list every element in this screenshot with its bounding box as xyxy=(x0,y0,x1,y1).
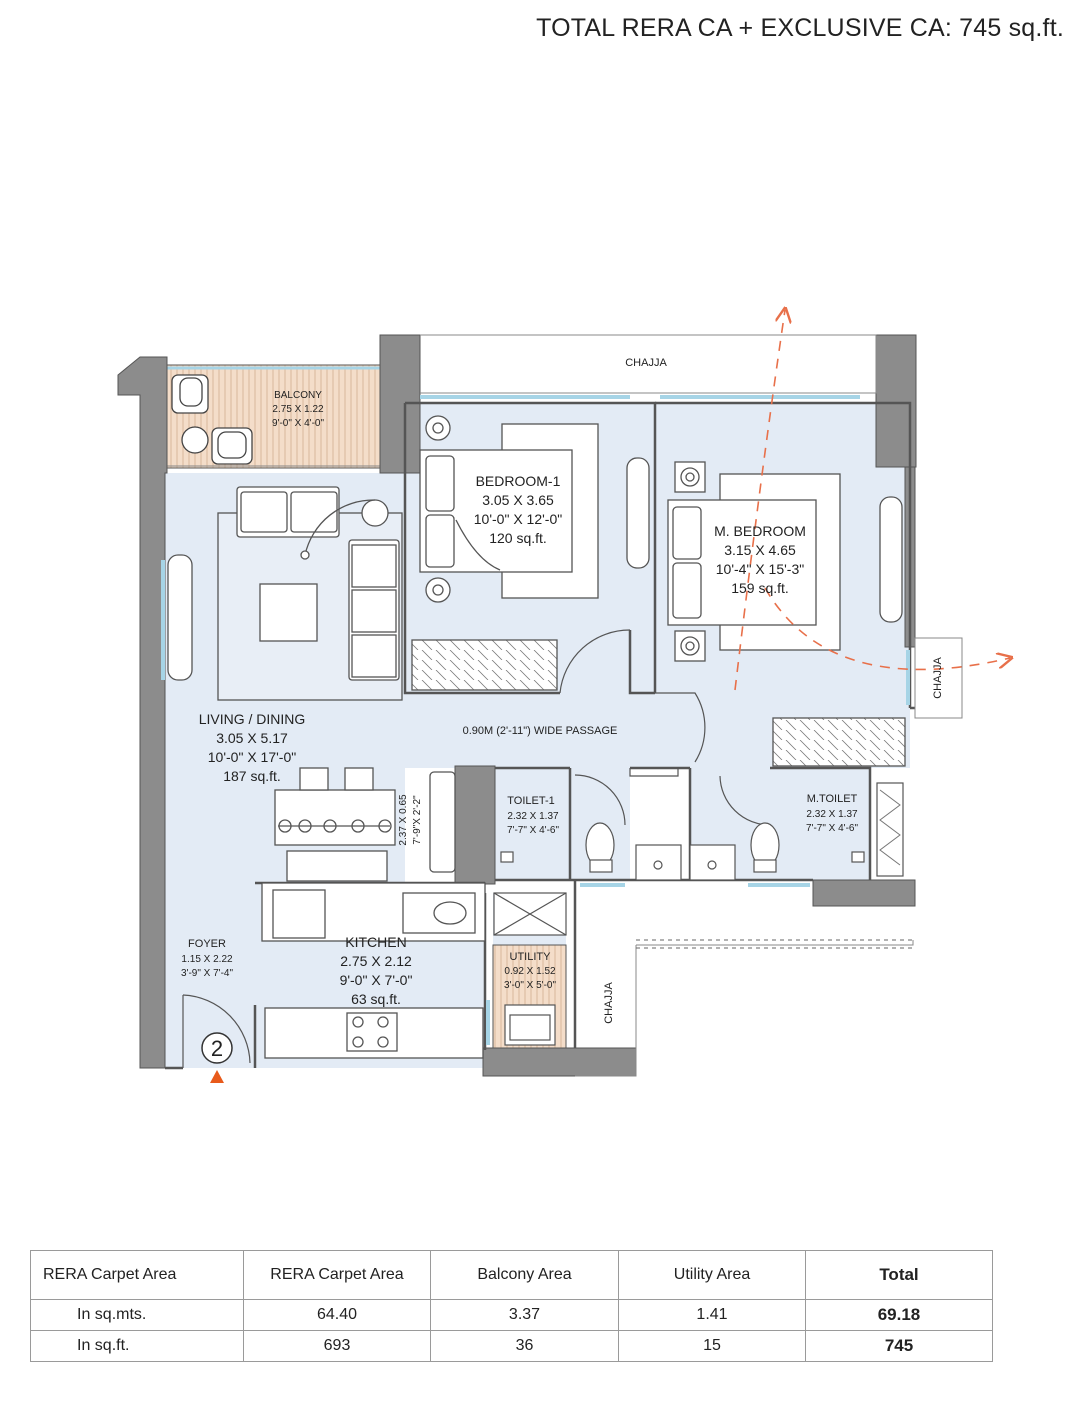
balcony-dim-ft: 9'-0" X 4'-0" xyxy=(272,418,325,429)
bedroom1-dim-m: 3.05 X 3.65 xyxy=(482,492,554,508)
chajja-dashes xyxy=(636,939,913,949)
kitchen-dim-ft: 9'-0" X 7'-0" xyxy=(340,972,413,988)
mtoilet-dim-m: 2.32 X 1.37 xyxy=(806,809,858,820)
toilet-fixtures xyxy=(500,782,904,881)
utility-name: UTILITY xyxy=(510,951,552,963)
passage-label: 0.90M (2'-11") WIDE PASSAGE xyxy=(463,725,618,737)
total-value: 69.18 xyxy=(805,1299,993,1331)
foyer-dim-m: 1.15 X 2.22 xyxy=(181,954,233,965)
mbedroom-furniture xyxy=(667,461,906,767)
area-table-header: RERA Carpet Area RERA Carpet Area Balcon… xyxy=(30,1250,993,1300)
mbedroom-dim-ft: 10'-4" X 15'-3" xyxy=(716,561,804,577)
utility-dim-m: 0.92 X 1.52 xyxy=(504,966,556,977)
rera-value: 693 xyxy=(243,1330,431,1362)
windows xyxy=(161,395,910,1045)
unit-number: 2 xyxy=(211,1036,223,1061)
header-cell: Balcony Area xyxy=(430,1250,619,1300)
foyer-dim-ft: 3'-9" X 7'-4" xyxy=(181,968,234,979)
living-area: 187 sq.ft. xyxy=(223,768,281,784)
living-furniture xyxy=(167,486,403,701)
view-arrows xyxy=(734,310,1010,691)
kitchen-area: 63 sq.ft. xyxy=(351,991,401,1007)
chajja-outlines xyxy=(420,334,963,1077)
chajja-top-label: CHAJJA xyxy=(625,357,667,369)
toilet1-dim-ft: 7'-7" X 4'-6" xyxy=(507,825,560,836)
kitchen-dim-m: 2.75 X 2.12 xyxy=(340,953,412,969)
page-title: TOTAL RERA CA + EXCLUSIVE CA: 745 sq.ft. xyxy=(536,14,1064,42)
header-cell-total: Total xyxy=(805,1250,993,1300)
doors xyxy=(182,629,771,1068)
utility-dim-ft: 3'-0" X 5'-0" xyxy=(504,980,557,991)
mbedroom-name: M. BEDROOM xyxy=(714,523,806,539)
balcony-furniture xyxy=(171,374,253,465)
balcony-name: BALCONY xyxy=(274,390,322,401)
kitchen-fixtures xyxy=(261,882,486,1059)
kitchen-name: KITCHEN xyxy=(345,934,406,950)
living-dim-m: 3.05 X 5.17 xyxy=(216,730,288,746)
header-cell: RERA Carpet Area xyxy=(30,1250,244,1300)
bedroom1-furniture xyxy=(411,415,650,691)
balcony-value: 3.37 xyxy=(430,1299,619,1331)
mtoilet-dim-ft: 7'-7" X 4'-6" xyxy=(806,823,859,834)
unit-number-circle xyxy=(201,1032,233,1064)
rera-value: 64.40 xyxy=(243,1299,431,1331)
utility-value: 1.41 xyxy=(618,1299,806,1331)
floor-plan: 2 CHAJJA CHAJJA CHAJJA 0.90M (2'-11") WI… xyxy=(117,0,1080,1083)
toilet1-name: TOILET-1 xyxy=(507,795,554,807)
row-label: In sq.mts. xyxy=(30,1299,244,1331)
table-row: In sq.ft. 693 36 15 745 xyxy=(30,1330,993,1362)
niche-dim-ft: 7'-9"X 2'-2" xyxy=(412,795,423,845)
foyer-name: FOYER xyxy=(188,938,226,950)
mbedroom-dim-m: 3.15 X 4.65 xyxy=(724,542,796,558)
shaft-marks xyxy=(879,789,901,866)
entrance-arrow-icon xyxy=(210,1070,224,1083)
living-name: LIVING / DINING xyxy=(199,711,306,727)
utility-fixtures xyxy=(493,892,567,1046)
table-row: In sq.mts. 64.40 3.37 1.41 69.18 xyxy=(30,1299,993,1331)
header-cell: RERA Carpet Area xyxy=(243,1250,431,1300)
living-dim-ft: 10'-0" X 17'-0" xyxy=(208,749,296,765)
balcony-dim-m: 2.75 X 1.22 xyxy=(272,404,324,415)
bedroom1-area: 120 sq.ft. xyxy=(489,530,547,546)
chajja-right-label: CHAJJA xyxy=(932,657,944,699)
balcony-value: 36 xyxy=(430,1330,619,1362)
niche-dim-m: 2.37 X 0.65 xyxy=(398,794,409,846)
chajja-bottom-label: CHAJJA xyxy=(603,982,615,1024)
total-value: 745 xyxy=(805,1330,993,1362)
row-label: In sq.ft. xyxy=(30,1330,244,1362)
bedroom1-name: BEDROOM-1 xyxy=(476,473,561,489)
dining-furniture xyxy=(274,767,456,882)
header-cell: Utility Area xyxy=(618,1250,806,1300)
utility-value: 15 xyxy=(618,1330,806,1362)
room-labels: CHAJJA CHAJJA CHAJJA 0.90M (2'-11") WIDE… xyxy=(181,357,944,1024)
bedroom1-dim-ft: 10'-0" X 12'-0" xyxy=(474,511,562,527)
mbedroom-area: 159 sq.ft. xyxy=(731,580,789,596)
mtoilet-name: M.TOILET xyxy=(807,793,858,805)
toilet1-dim-m: 2.32 X 1.37 xyxy=(507,811,559,822)
area-table: RERA Carpet Area RERA Carpet Area Balcon… xyxy=(30,1250,993,1362)
